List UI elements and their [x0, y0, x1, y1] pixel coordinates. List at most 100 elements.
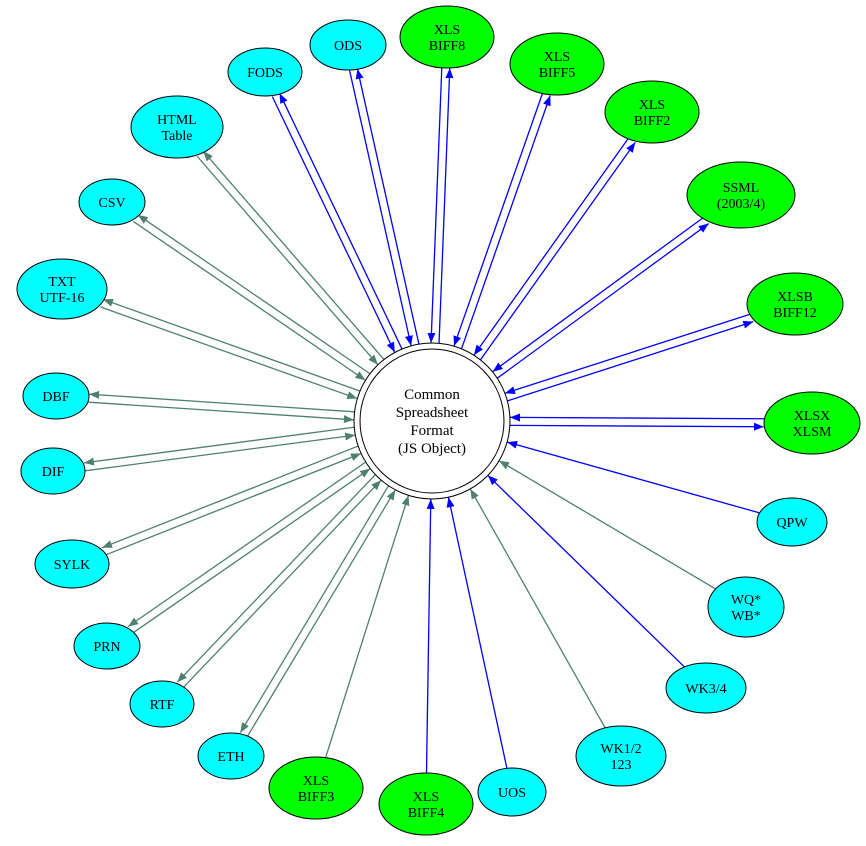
edge-wk12-123-in [469, 488, 606, 729]
node-ellipse-dbf [22, 372, 90, 420]
node-ellipse-rtf [129, 680, 195, 728]
edge-prn-in [132, 468, 371, 634]
node-wq-wb: WQ*WB* [707, 576, 785, 638]
center-inner-circle [359, 348, 505, 494]
edge-ssml-in [492, 216, 705, 373]
node-label-dif: DIF [42, 465, 65, 480]
node-label-dbf: DBF [42, 390, 69, 405]
node-ellipse-fods [227, 47, 303, 97]
edge-fods-out [278, 92, 403, 350]
node-ods: ODS [309, 19, 387, 71]
node-ellipse-wk12-123 [575, 725, 667, 787]
edge-uos-in [446, 497, 508, 769]
node-prn: PRN [73, 622, 141, 670]
edge-xls-biff3-in [324, 495, 410, 758]
node-dif: DIF [20, 447, 86, 495]
edge-fods-in [271, 96, 396, 353]
node-ellipse-prn [73, 622, 141, 670]
edge-csv-in [132, 220, 366, 381]
node-ellipse-wk34 [665, 662, 747, 714]
edge-dif-in [84, 432, 356, 472]
edge-sylk-in [104, 452, 362, 556]
node-ssml: SSML(2003/4) [686, 161, 796, 229]
node-label-sylk: SYLK [54, 558, 91, 573]
edge-ssml-out [496, 223, 710, 379]
node-label-prn: PRN [93, 640, 120, 655]
node-sylk: SYLK [34, 539, 110, 589]
edge-eth-out [239, 485, 389, 734]
edge-sylk-out [101, 445, 359, 549]
node-qpw: QPW [756, 497, 828, 547]
edge-html-table-in [196, 155, 379, 366]
edge-txt-utf16-out [102, 298, 361, 392]
node-label-uos: UOS [498, 786, 526, 801]
node-ellipse-csv [78, 178, 146, 226]
node-ellipse-ssml [686, 161, 796, 229]
edge-ods-in [348, 70, 413, 346]
edge-xlsx-xlsm-in [510, 413, 765, 422]
edge-xlsx-xlsm-out [509, 422, 764, 431]
edge-html-table-out [202, 150, 385, 360]
edge-eth-in [246, 489, 396, 738]
node-label-wq-wb: WQ*WB* [731, 593, 761, 624]
edge-xls-biff5-in [453, 92, 544, 347]
node-fods: FODS [227, 47, 303, 97]
edge-ods-out [355, 68, 420, 345]
edge-xlsb-out [507, 320, 754, 402]
node-ellipse-txt-utf16 [16, 258, 108, 320]
node-ellipse-xls-biff5 [509, 32, 605, 96]
node-ellipse-sylk [34, 539, 110, 589]
node-uos: UOS [477, 767, 547, 817]
node-ellipse-xlsx-xlsm [763, 391, 861, 455]
edge-dif-out [83, 426, 355, 466]
edge-dbf-out [89, 390, 355, 413]
edges-layer [83, 67, 765, 774]
edge-xls-biff2-in [473, 137, 630, 356]
node-ellipse-ods [309, 19, 387, 71]
edge-xls-biff8-in [427, 67, 443, 343]
node-label-eth: ETH [217, 750, 244, 765]
center-outer-circle [353, 342, 511, 500]
edge-wq-wb-in [498, 460, 716, 590]
node-ellipse-xls-biff4 [378, 772, 474, 836]
node-ellipse-uos [477, 767, 547, 817]
node-ellipse-dif [20, 447, 86, 495]
node-ellipse-qpw [756, 497, 828, 547]
node-label-csv: CSV [98, 196, 125, 211]
edge-xlsb-in [504, 313, 752, 395]
node-dbf: DBF [22, 372, 90, 420]
node-ellipse-xlsb [746, 272, 844, 336]
edge-qpw-in [506, 440, 760, 514]
edge-prn-out [127, 461, 366, 628]
node-ellipse-xls-biff8 [399, 5, 495, 69]
node-label-ods: ODS [334, 39, 362, 54]
node-label-fods: FODS [247, 66, 283, 81]
node-ellipse-xls-biff3 [268, 756, 364, 820]
node-label-wk34: WK3/4 [685, 682, 726, 697]
node-ellipse-wq-wb [707, 576, 785, 638]
node-wk34: WK3/4 [665, 662, 747, 714]
node-label-rtf: RTF [150, 698, 175, 713]
edge-txt-utf16-in [100, 306, 358, 400]
